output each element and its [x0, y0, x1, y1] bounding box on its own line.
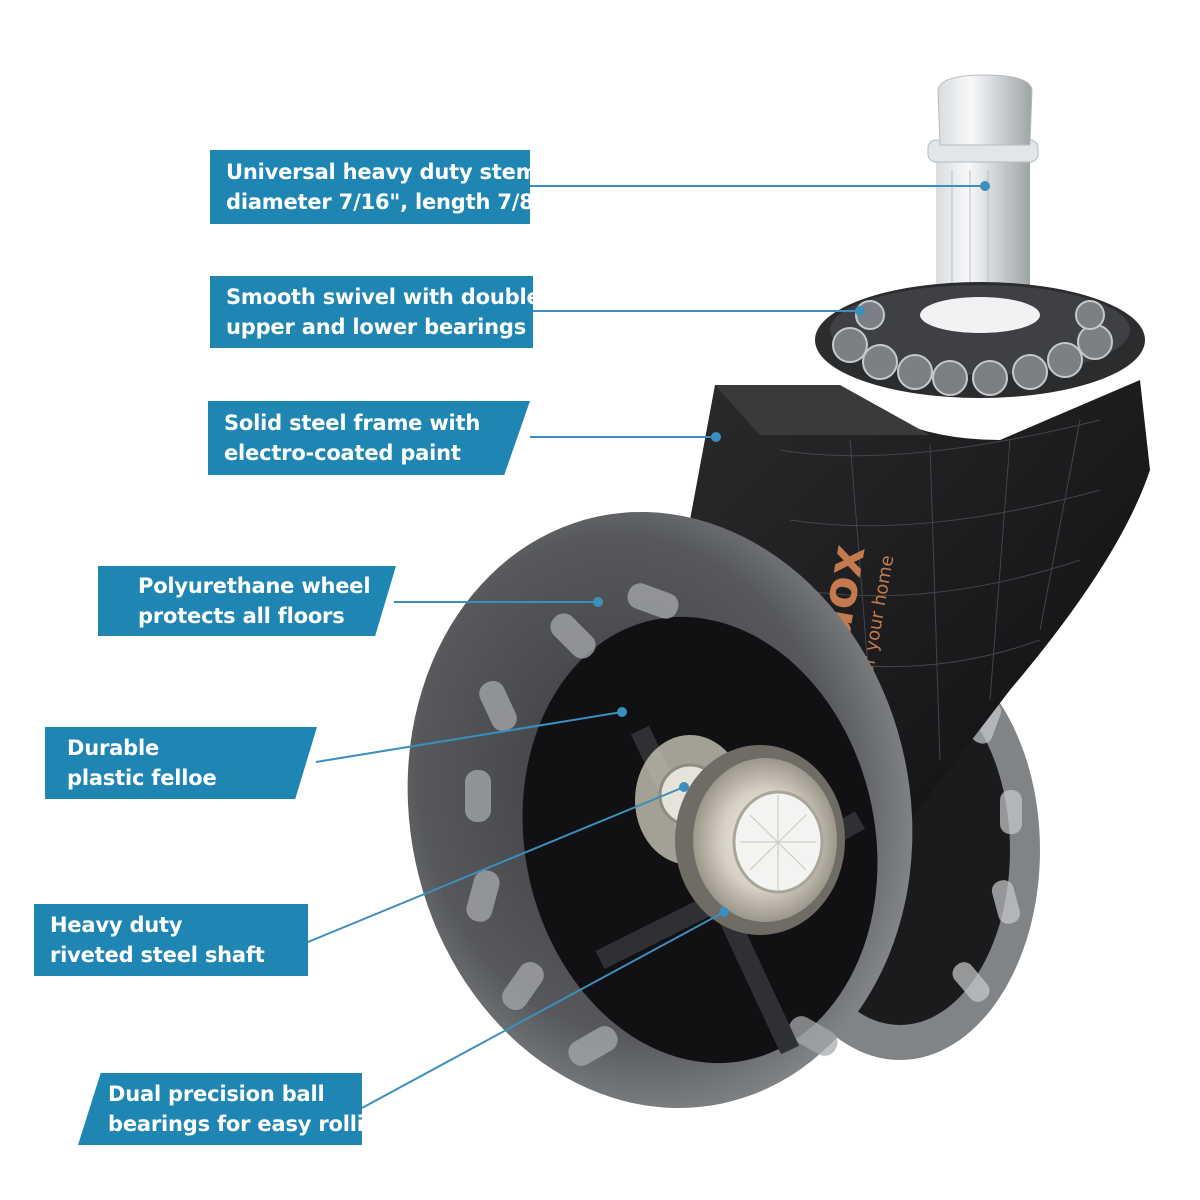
callout-felloe: Durable plastic felloe	[45, 727, 317, 799]
callout-wheel-line2: protects all floors	[138, 604, 345, 628]
leader-lines	[307, 185, 985, 1109]
callout-bearings-line2: bearings for easy rolling	[108, 1112, 394, 1136]
callout-swivel: Smooth swivel with double upper and lowe…	[210, 276, 541, 348]
callout-wheel-line1: Polyurethane wheel	[138, 574, 371, 598]
callout-shaft-line1: Heavy duty	[50, 913, 183, 937]
callout-shaft: Heavy duty riveted steel shaft	[34, 904, 308, 976]
callout-frame-line1: Solid steel frame with	[224, 411, 481, 435]
leader-dots	[593, 181, 990, 917]
callout-felloe-line1: Durable	[67, 736, 159, 760]
callout-frame-line2: electro-coated paint	[224, 441, 461, 465]
callout-frame: Solid steel frame with electro-coated pa…	[208, 401, 530, 475]
ball-bearing-hub	[675, 745, 845, 935]
felloe-slots	[465, 583, 838, 1066]
callout-stem-line1: Universal heavy duty stem,	[226, 160, 546, 184]
callout-felloe-line2: plastic felloe	[67, 766, 217, 790]
callout-stem: Universal heavy duty stem, diameter 7/16…	[210, 150, 546, 224]
callout-bearings: Dual precision ball bearings for easy ro…	[78, 1073, 362, 1145]
callout-stem-line2: diameter 7/16", length 7/8"	[226, 190, 545, 214]
swivel-bearing	[815, 282, 1145, 398]
callout-shaft-line2: riveted steel shaft	[50, 943, 265, 967]
callout-bearings-line1: Dual precision ball	[108, 1082, 325, 1106]
callout-swivel-line1: Smooth swivel with double	[226, 285, 541, 309]
callout-swivel-line2: upper and lower bearings	[226, 315, 527, 339]
stem	[919, 74, 1041, 311]
callout-wheel: Polyurethane wheel protects all floors	[98, 566, 396, 636]
